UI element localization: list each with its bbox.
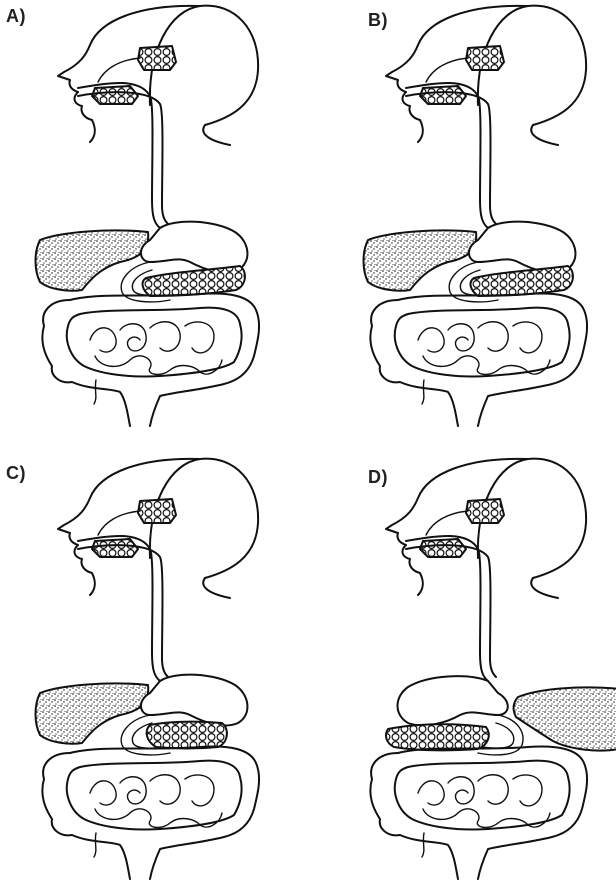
large-intestine-inner	[395, 308, 570, 377]
neck-outline	[203, 578, 230, 598]
pancreas	[143, 266, 245, 296]
pancreas	[386, 724, 489, 750]
face-profile	[58, 6, 200, 142]
panel-d: D)	[308, 445, 608, 875]
face-profile	[386, 459, 528, 595]
neck-outline	[203, 125, 230, 145]
large-intestine-outer	[370, 753, 458, 879]
esophagus-right	[78, 545, 168, 677]
salivary-gland-upper	[466, 46, 504, 70]
esophagus-right	[406, 545, 496, 677]
neck-outline	[531, 125, 558, 145]
pancreas	[147, 722, 227, 749]
digestive-system-diagram-b	[328, 0, 616, 430]
esophagus-right	[406, 92, 496, 224]
esophagus-right	[78, 92, 168, 224]
digestive-system-diagram-a	[0, 0, 300, 430]
stomach	[141, 675, 248, 726]
salivary-gland-upper	[138, 46, 176, 70]
small-intestine	[418, 775, 550, 828]
appendix	[422, 833, 424, 857]
face-profile	[386, 6, 528, 142]
digestive-system-diagram-c	[0, 453, 300, 883]
large-intestine-outer	[370, 300, 458, 426]
salivary-gland-lower	[92, 86, 138, 104]
salivary-duct	[426, 58, 468, 82]
panel-c: C)	[0, 445, 300, 875]
stomach	[398, 676, 508, 725]
large-intestine-top	[70, 747, 259, 879]
liver	[364, 230, 477, 290]
salivary-gland-upper	[466, 499, 504, 523]
appendix	[94, 380, 96, 404]
appendix	[422, 380, 424, 404]
pancreas	[471, 266, 573, 296]
small-intestine	[90, 322, 222, 375]
salivary-gland-upper	[138, 499, 176, 523]
salivary-duct	[98, 58, 140, 82]
panel-b: B)	[308, 0, 608, 430]
salivary-gland-lower	[420, 86, 466, 104]
large-intestine-inner	[395, 761, 570, 830]
neck-outline	[531, 578, 558, 598]
large-intestine-outer	[42, 300, 130, 426]
salivary-gland-lower	[420, 539, 466, 557]
large-intestine-outer	[42, 753, 130, 879]
large-intestine-top	[70, 294, 259, 426]
stomach	[141, 222, 248, 273]
stomach	[469, 222, 576, 273]
large-intestine-inner	[67, 761, 242, 830]
large-intestine-top	[398, 294, 587, 426]
appendix	[94, 833, 96, 857]
liver	[36, 230, 149, 290]
face-profile	[58, 459, 200, 595]
salivary-gland-lower	[92, 539, 138, 557]
large-intestine-top	[398, 747, 587, 879]
large-intestine-inner	[67, 308, 242, 377]
digestive-system-diagram-d	[328, 453, 616, 883]
salivary-duct	[98, 511, 140, 535]
liver	[36, 683, 149, 743]
salivary-duct	[426, 511, 468, 535]
liver	[514, 687, 616, 750]
small-intestine	[90, 775, 222, 828]
panel-a: A)	[0, 0, 300, 430]
small-intestine	[418, 322, 550, 375]
